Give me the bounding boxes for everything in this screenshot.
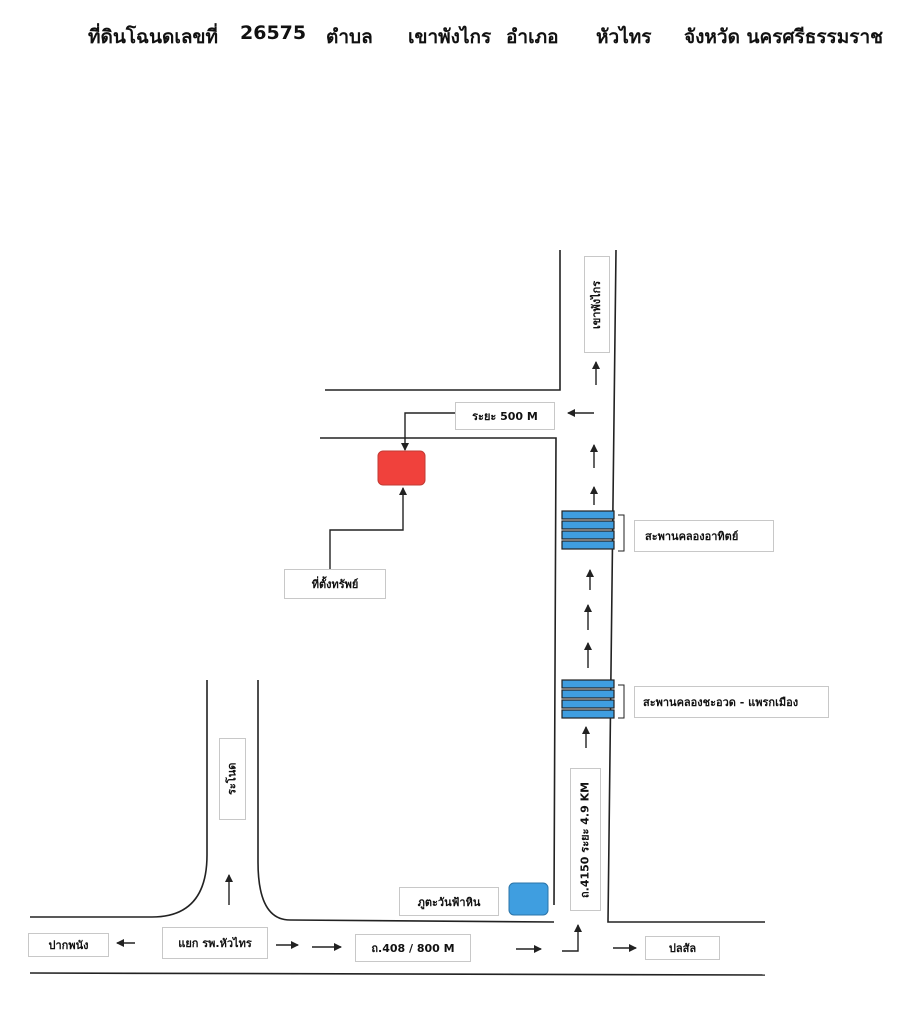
label-bridge-athit: สะพานคลองอาทิตย์ <box>634 520 774 552</box>
label-junction-hospital-text: แยก รพ.หัวไทร <box>178 937 252 950</box>
label-pak-sio: ปลสัล <box>645 936 720 960</box>
label-junction-hospital: แยก รพ.หัวไทร <box>162 927 268 959</box>
label-khao-phang-krai-text: เขาพังไกร <box>590 280 603 329</box>
header: ที่ดินโฉนดเลขที่ 26575 ตำบล เขาพังไกร อำ… <box>0 22 900 56</box>
road-4150-west-edge-lower <box>320 437 557 906</box>
label-ranot-text: ระโนด <box>225 762 239 796</box>
deed-number: 26575 <box>240 22 307 44</box>
road-4150-west-edge <box>325 250 561 391</box>
subdistrict-name: เขาพังไกร <box>408 26 492 48</box>
label-pak-phanang-text: ปากพนัง <box>48 939 89 952</box>
province-name: จังหวัด นครศรีธรรมราช <box>684 26 884 48</box>
bridge-athit <box>561 510 615 550</box>
label-road-408: ถ.408 / 800 M <box>355 934 471 962</box>
label-pak-phanang: ปากพนัง <box>28 933 109 957</box>
label-property-location: ที่ตั้งทรัพย์ <box>284 569 386 599</box>
label-bridge-athit-text: สะพานคลองอาทิตย์ <box>645 530 739 543</box>
bridge-cha-uat <box>561 679 615 719</box>
label-property-location-text: ที่ตั้งทรัพย์ <box>311 578 359 591</box>
label-ranot: ระโนด <box>219 738 246 820</box>
road-4150-east-edge <box>607 249 765 923</box>
label-road-4150: ถ.4150 ระยะ 4.9 KM <box>570 768 601 911</box>
landmark-marker <box>508 882 549 916</box>
ranot-road-east-edge <box>257 680 555 923</box>
subdistrict-label: ตำบล <box>326 26 373 48</box>
district-name: หัวไทร <box>596 26 652 48</box>
label-distance-500-text: ระยะ 500 M <box>472 410 538 423</box>
road-408-south-edge <box>29 972 766 976</box>
label-phu-tawan-text: ภูตะวันฟ้าหิน <box>417 895 481 909</box>
label-road-4150-text: ถ.4150 ระยะ 4.9 KM <box>578 781 592 898</box>
label-pak-sio-text: ปลสัล <box>668 942 697 955</box>
deed-label: ที่ดินโฉนดเลขที่ <box>88 26 218 48</box>
district-label: อำเภอ <box>506 26 559 48</box>
label-khao-phang-krai: เขาพังไกร <box>584 256 610 353</box>
label-distance-500: ระยะ 500 M <box>455 402 555 430</box>
label-bridge-cha-uat-text: สะพานคลองชะอวด - แพรกเมือง <box>643 696 799 709</box>
ranot-road-west-edge <box>30 680 208 918</box>
label-phu-tawan: ภูตะวันฟ้าหิน <box>399 887 499 916</box>
label-road-408-text: ถ.408 / 800 M <box>371 942 455 955</box>
label-bridge-cha-uat: สะพานคลองชะอวด - แพรกเมือง <box>634 686 829 718</box>
property-marker <box>377 450 426 486</box>
